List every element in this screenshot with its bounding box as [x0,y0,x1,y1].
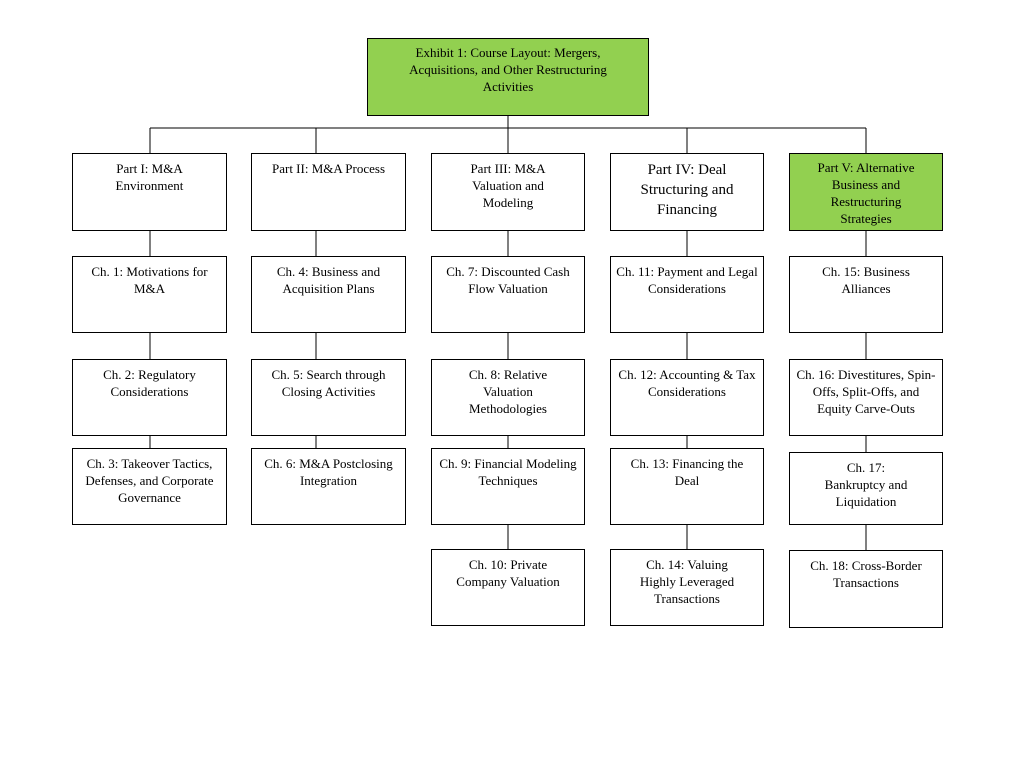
chapter-box-12: Ch. 12: Accounting & Tax Considerations [610,359,764,436]
chapter-box-18: Ch. 18: Cross-Border Transactions [789,550,943,628]
chapter-box-16: Ch. 16: Divestitures, Spin-Offs, Split-O… [789,359,943,436]
chapter-box-10: Ch. 10: Private Company Valuation [431,549,585,626]
chapter-label-1: Ch. 1: Motivations for M&A [91,264,208,296]
chapter-label-16: Ch. 16: Divestitures, Spin-Offs, Split-O… [796,367,936,416]
chapter-box-2: Ch. 2: Regulatory Considerations [72,359,227,436]
part-box-5: Part V: Alternative Business and Restruc… [789,153,943,231]
chapter-label-11: Ch. 11: Payment and Legal Considerations [616,264,758,296]
exhibit-title-box: Exhibit 1: Course Layout: Mergers, Acqui… [367,38,649,116]
chapter-label-18: Ch. 18: Cross-Border Transactions [810,558,922,590]
chapter-box-13: Ch. 13: Financing the Deal [610,448,764,525]
chapter-box-8: Ch. 8: Relative Valuation Methodologies [431,359,585,436]
chapter-box-9: Ch. 9: Financial Modeling Techniques [431,448,585,525]
chapter-label-14: Ch. 14: Valuing Highly Leveraged Transac… [639,557,735,606]
chapter-label-10: Ch. 10: Private Company Valuation [456,557,560,589]
part-label-4: Part IV: Deal Structuring and Financing [640,162,734,218]
chapter-box-4: Ch. 4: Business and Acquisition Plans [251,256,406,333]
part-label-3: Part III: M&A Valuation and Modeling [470,161,546,210]
chapter-label-5: Ch. 5: Search through Closing Activities [271,367,386,399]
part-box-3: Part III: M&A Valuation and Modeling [431,153,585,231]
chapter-label-17: Ch. 17: Bankruptcy and Liquidation [824,460,908,509]
chapter-label-7: Ch. 7: Discounted Cash Flow Valuation [446,264,570,296]
chapter-label-4: Ch. 4: Business and Acquisition Plans [276,264,381,296]
chapter-box-1: Ch. 1: Motivations for M&A [72,256,227,333]
chapter-box-3: Ch. 3: Takeover Tactics, Defenses, and C… [72,448,227,525]
chapter-box-17: Ch. 17: Bankruptcy and Liquidation [789,452,943,525]
part-box-1: Part I: M&A Environment [72,153,227,231]
chapter-label-15: Ch. 15: Business Alliances [822,264,910,296]
chapter-label-2: Ch. 2: Regulatory Considerations [103,367,196,399]
part-label-5: Part V: Alternative Business and Restruc… [817,160,915,226]
chapter-box-11: Ch. 11: Payment and Legal Considerations [610,256,764,333]
chapter-label-8: Ch. 8: Relative Valuation Methodologies [468,367,548,416]
chapter-label-6: Ch. 6: M&A Postclosing Integration [264,456,393,488]
chapter-box-5: Ch. 5: Search through Closing Activities [251,359,406,436]
chapter-label-13: Ch. 13: Financing the Deal [630,456,744,488]
part-label-2: Part II: M&A Process [271,161,386,176]
chapter-box-6: Ch. 6: M&A Postclosing Integration [251,448,406,525]
chapter-label-9: Ch. 9: Financial Modeling Techniques [439,456,577,488]
part-label-1: Part I: M&A Environment [115,161,184,193]
chapter-label-12: Ch. 12: Accounting & Tax Considerations [618,367,756,399]
chapter-box-14: Ch. 14: Valuing Highly Leveraged Transac… [610,549,764,626]
chapter-label-3: Ch. 3: Takeover Tactics, Defenses, and C… [85,456,214,505]
exhibit-title: Exhibit 1: Course Layout: Mergers, Acqui… [409,45,607,94]
part-box-2: Part II: M&A Process [251,153,406,231]
chapter-box-15: Ch. 15: Business Alliances [789,256,943,333]
part-box-4: Part IV: Deal Structuring and Financing [610,153,764,231]
chapter-box-7: Ch. 7: Discounted Cash Flow Valuation [431,256,585,333]
